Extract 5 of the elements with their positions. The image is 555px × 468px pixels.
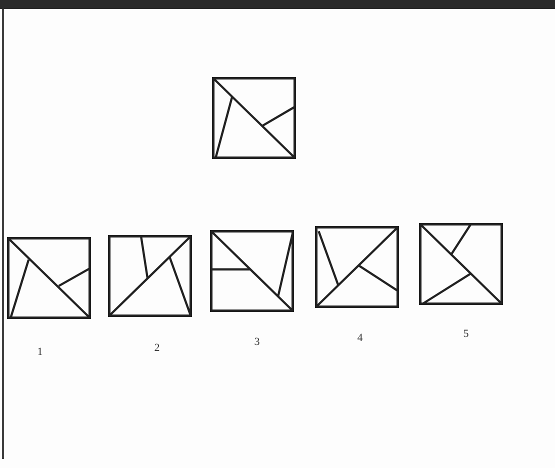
option-number: 2 [154, 342, 160, 354]
option-number: 3 [254, 336, 260, 348]
option-number: 5 [463, 328, 469, 340]
option-number: 1 [37, 346, 43, 358]
option-number: 4 [357, 332, 363, 344]
